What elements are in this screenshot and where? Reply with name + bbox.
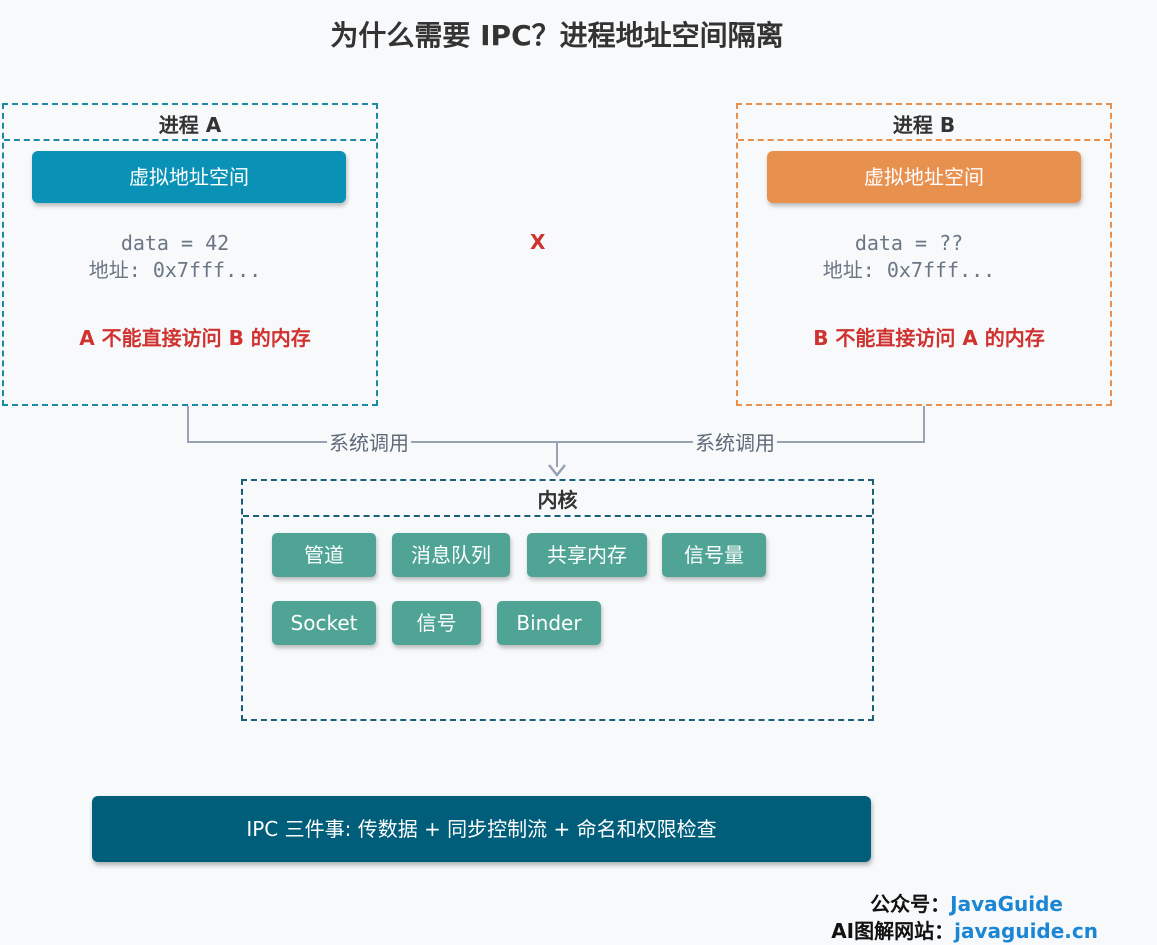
footer-site: AI图解网站：javaguide.cn (760, 917, 1098, 945)
process-a-warning: A 不能直接访问 B 的内存 (79, 326, 311, 350)
process-b-group: 进程 B (736, 103, 1112, 406)
process-b-address: 地址: 0x7fff... (822, 258, 996, 282)
process-b-data: data = ?? (854, 231, 964, 255)
connector-center-down (556, 441, 558, 467)
process-a-data: data = 42 (120, 231, 230, 255)
process-a-address: 地址: 0x7fff... (88, 258, 262, 282)
syscall-label-left: 系统调用 (327, 430, 411, 456)
process-a-virtual-space: 虚拟地址空间 (32, 151, 346, 203)
footer-site-value: javaguide.cn (954, 919, 1098, 943)
mechanism-socket: Socket (272, 601, 376, 645)
mechanism-shared-memory: 共享内存 (527, 533, 647, 577)
process-b-label: 进程 B (738, 105, 1110, 141)
process-b-warning: B 不能直接访问 A 的内存 (813, 326, 1045, 350)
syscall-label-right: 系统调用 (693, 430, 777, 456)
footer-brand: 公众号：JavaGuide (760, 890, 1063, 918)
footer-site-label: AI图解网站： (831, 919, 955, 943)
summary-banner: IPC 三件事: 传数据 + 同步控制流 + 命名和权限检查 (92, 796, 871, 862)
process-a-group: 进程 A (2, 103, 378, 406)
kernel-group: 内核 (241, 479, 874, 721)
arrow-down-icon (548, 464, 566, 478)
mechanism-signal: 信号 (392, 601, 481, 645)
page-title: 为什么需要 IPC？进程地址空间隔离 (330, 19, 784, 52)
footer-account-value: JavaGuide (950, 892, 1063, 916)
mechanism-message-queue: 消息队列 (392, 533, 510, 577)
connector-b-down (923, 406, 925, 443)
mechanism-binder: Binder (497, 601, 601, 645)
process-a-label: 进程 A (4, 105, 376, 141)
process-b-virtual-space: 虚拟地址空间 (767, 151, 1081, 203)
connector-a-down (187, 406, 189, 443)
kernel-label: 内核 (243, 481, 872, 517)
cross-mark: X (530, 230, 546, 254)
mechanism-semaphore: 信号量 (662, 533, 766, 577)
footer-account-label: 公众号： (870, 892, 951, 916)
mechanism-pipe: 管道 (272, 533, 376, 577)
